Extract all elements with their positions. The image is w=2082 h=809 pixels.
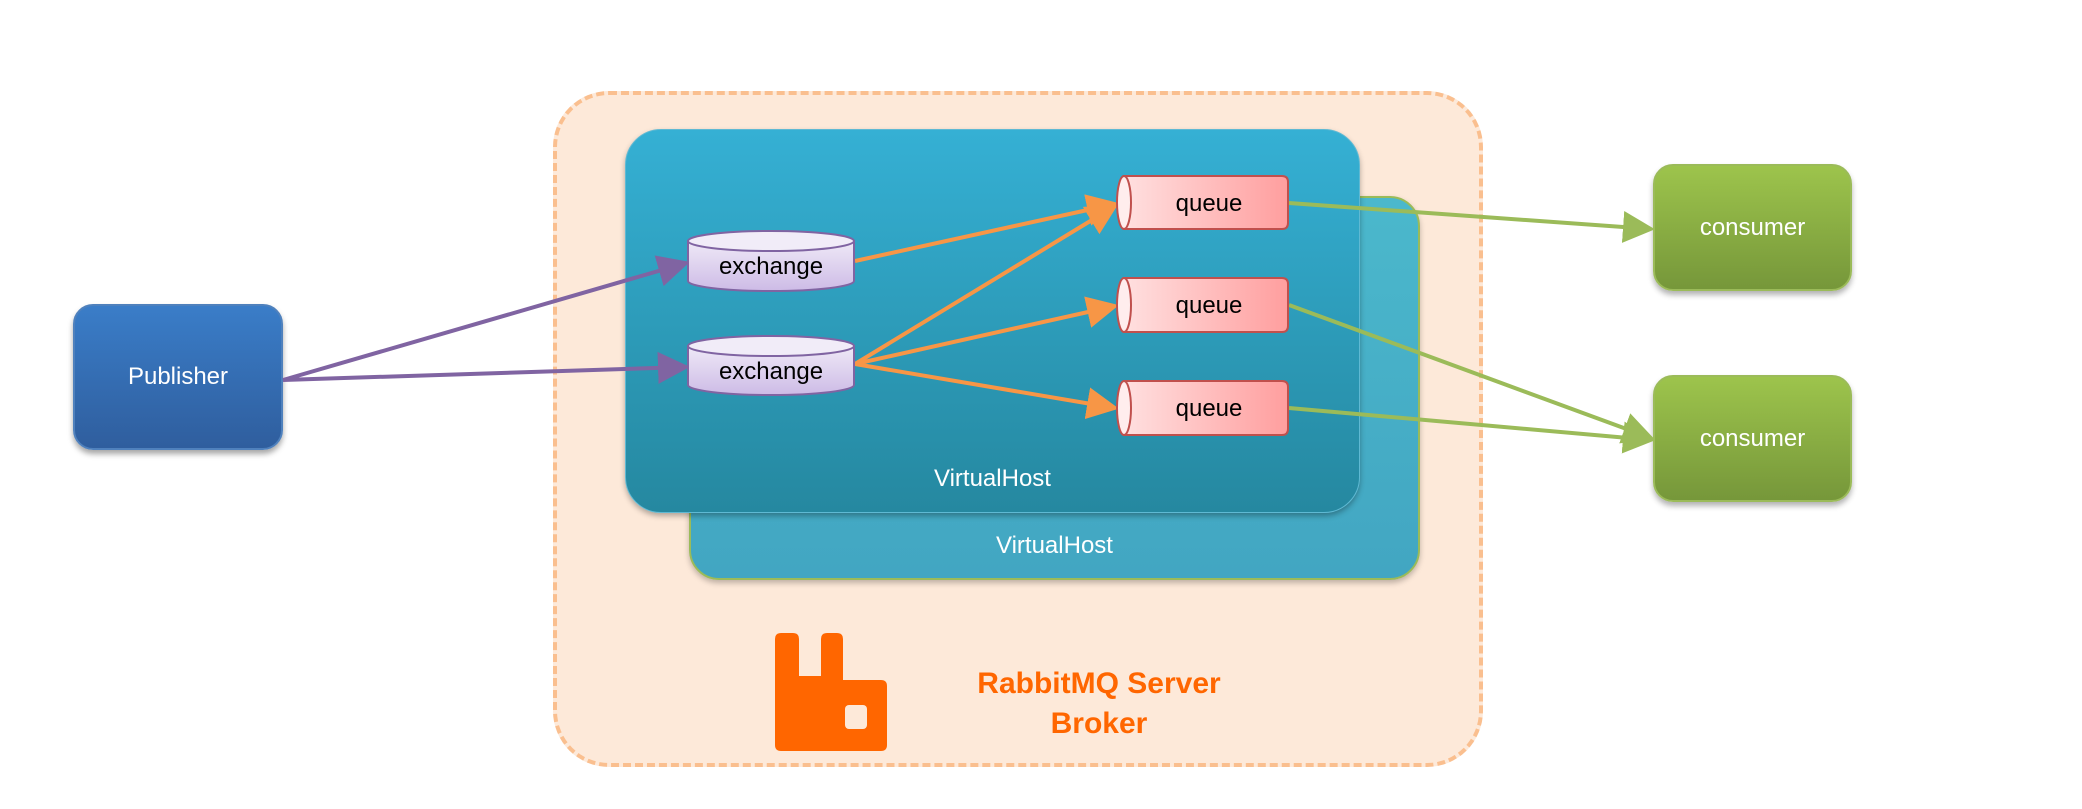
queue-label: queue: [1176, 292, 1243, 319]
exchange-label: exchange: [719, 358, 823, 385]
edge-publisher-exchange-1: [282, 255, 690, 382]
broker-title-line2: Broker: [1050, 707, 1148, 740]
publisher-node[interactable]: Publisher: [73, 304, 283, 450]
exchange-node-1[interactable]: exchange: [687, 230, 855, 292]
edge-exchange-2-queue-1: [853, 203, 1119, 366]
exchange-label: exchange: [719, 253, 823, 280]
edge-exchange-2-queue-2: [854, 296, 1119, 366]
consumer-label: consumer: [1699, 213, 1806, 241]
broker-title-line1: RabbitMQ Server: [977, 667, 1221, 700]
edge-queue-3-consumer-2: [1288, 406, 1655, 454]
exchange-node-2[interactable]: exchange: [687, 335, 855, 396]
broker-title: RabbitMQ Server Broker: [939, 664, 1259, 744]
virtualhost-front-label: VirtualHost: [934, 465, 1051, 492]
consumer-label: consumer: [1699, 424, 1806, 452]
queue-label: queue: [1176, 395, 1243, 422]
queue-node-2[interactable]: queue: [1116, 277, 1289, 333]
virtualhost-back-label: VirtualHost: [996, 532, 1113, 559]
edge-exchange-1-queue-1: [854, 194, 1119, 263]
queue-node-1[interactable]: queue: [1116, 175, 1289, 230]
queue-label: queue: [1176, 190, 1243, 217]
rabbitmq-logo-icon: [775, 633, 887, 751]
edge-publisher-exchange-2: [282, 351, 690, 384]
edge-queue-2-consumer-2: [1288, 303, 1655, 444]
edge-exchange-2-queue-3: [854, 362, 1119, 420]
queue-node-3[interactable]: queue: [1116, 380, 1289, 436]
edge-queue-1-consumer-1: [1288, 201, 1655, 243]
publisher-label: Publisher: [127, 363, 229, 390]
